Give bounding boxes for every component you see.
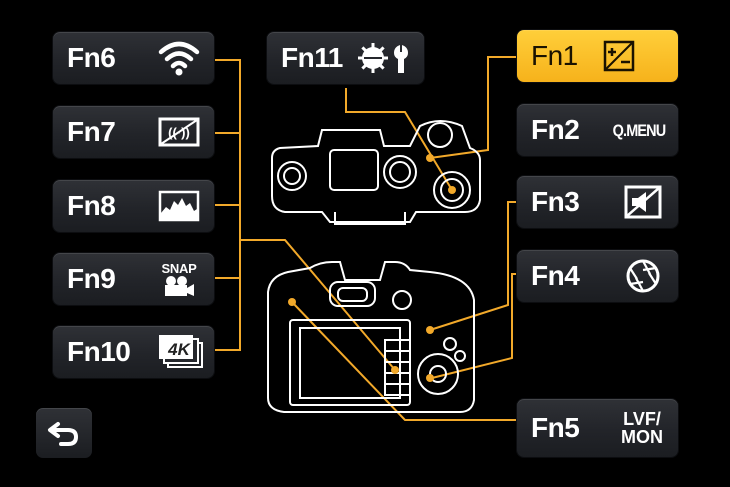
fn9-label: Fn9 xyxy=(67,263,116,294)
movie-camera-icon xyxy=(165,275,194,296)
mute-icon xyxy=(620,182,666,222)
fn5-button[interactable]: Fn5 LVF/ MON xyxy=(517,399,678,457)
fn6-button[interactable]: Fn6 xyxy=(53,32,214,84)
wifi-icon xyxy=(156,38,202,78)
4k-photo-icon: 4K xyxy=(156,332,206,372)
fn1-label: Fn1 xyxy=(531,40,578,71)
snap-text: SNAP xyxy=(161,260,197,276)
fn3-button[interactable]: Fn3 xyxy=(517,176,678,228)
fn4-label: Fn4 xyxy=(531,260,580,291)
fn7-label: Fn7 xyxy=(67,116,116,147)
connector-fn1 xyxy=(429,56,518,159)
fn6-label: Fn6 xyxy=(67,42,116,73)
fn11-button[interactable]: Fn11 xyxy=(267,32,424,84)
settings-wrench-icon xyxy=(356,38,416,78)
q-menu-icon: Q.MENU xyxy=(606,110,672,150)
camera-back-view xyxy=(267,261,475,413)
fn1-button[interactable]: Fn1 xyxy=(517,30,678,82)
histogram-icon xyxy=(156,186,202,226)
fn8-label: Fn8 xyxy=(67,190,116,221)
fn10-button[interactable]: Fn10 4K xyxy=(53,326,214,378)
snap-movie-icon: SNAP xyxy=(156,259,202,299)
exposure-compensation-icon xyxy=(596,36,642,76)
camera-top-view xyxy=(271,120,481,225)
aperture-icon xyxy=(620,256,666,296)
connector-fn3 xyxy=(429,201,518,331)
return-arrow-icon xyxy=(48,422,79,446)
fn11-label: Fn11 xyxy=(281,42,343,73)
fn8-button[interactable]: Fn8 xyxy=(53,180,214,232)
fn3-label: Fn3 xyxy=(531,186,580,217)
fn2-button[interactable]: Fn2 Q.MENU xyxy=(517,104,678,156)
connector-fn5 xyxy=(291,301,518,421)
mon-text: MON xyxy=(621,427,663,447)
fn7-button[interactable]: Fn7 ((·)) xyxy=(53,106,214,158)
lvf-mon-icon: LVF/ MON xyxy=(616,406,668,450)
stabilizer-icon: ((·)) xyxy=(156,112,202,152)
lvf-text: LVF/ xyxy=(623,409,661,429)
connector-fn11 xyxy=(345,88,453,191)
fn9-button[interactable]: Fn9 SNAP xyxy=(53,253,214,305)
fn4-button[interactable]: Fn4 xyxy=(517,250,678,302)
q-menu-text: Q.MENU xyxy=(612,120,667,140)
connector-fn6-10-lcd xyxy=(240,239,396,371)
connector-fn4 xyxy=(431,273,518,379)
fn10-label: Fn10 xyxy=(67,336,131,367)
back-button[interactable] xyxy=(36,408,92,458)
fn2-label: Fn2 xyxy=(531,114,580,145)
fn5-label: Fn5 xyxy=(531,412,580,443)
svg-text:((·)): ((·)) xyxy=(168,125,190,140)
4k-text: 4K xyxy=(168,340,190,359)
